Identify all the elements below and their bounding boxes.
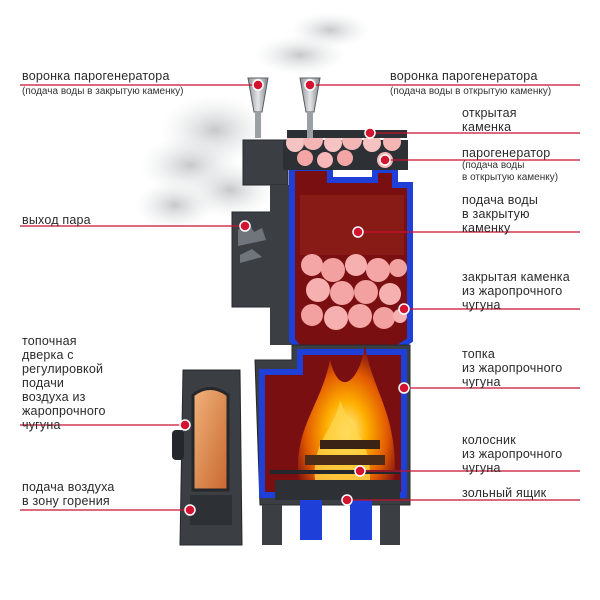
leader-dot-water-closed — [352, 226, 364, 238]
steam-cloud — [135, 12, 370, 230]
leader-dot-steam-outlet — [239, 220, 251, 232]
firebox-door — [172, 369, 243, 546]
label-grate: колосник из жаропрочного чугуна — [462, 433, 563, 475]
leader-dot-open-heater — [364, 127, 376, 139]
label-funnel-closed-sub: (подача воды в закрытую каменку) — [22, 86, 184, 97]
closed-heater-stones — [301, 254, 407, 330]
leader-dot-firebox-door — [179, 419, 191, 431]
label-firebox-door: топочная дверка с регулировкой подачи во… — [22, 334, 106, 432]
label-open-heater: открытая каменка — [462, 106, 517, 134]
leader-dot-steam-generator — [379, 154, 391, 166]
label-water-closed-heater: подача воды в закрытую каменку — [462, 193, 539, 235]
leader-dot-firebox — [398, 382, 410, 394]
label-steam-generator-sub: (подача воды в открытую каменку) — [462, 160, 559, 183]
label-air-supply: подача воздуха в зону горения — [22, 480, 115, 508]
leader-dot-funnel-closed — [252, 79, 264, 91]
label-closed-heater: закрытая каменка из жаропрочного чугуна — [462, 270, 570, 312]
label-funnel-open: воронка парогенератора — [390, 69, 538, 83]
label-steam-generator: парогенератор — [462, 146, 551, 160]
label-ash-box: зольный ящик — [462, 486, 547, 500]
label-funnel-closed: воронка парогенератора — [22, 69, 170, 83]
label-steam-outlet: выход пара — [22, 213, 91, 227]
leader-dot-grate — [354, 465, 366, 477]
label-firebox: топка из жаропрочного чугуна — [462, 347, 563, 389]
leader-dot-closed-heater — [398, 303, 410, 315]
leader-dot-air-supply — [184, 504, 196, 516]
firebox — [254, 344, 411, 545]
label-funnel-open-sub: (подача воды в открытую каменку) — [390, 86, 552, 97]
leader-lines — [20, 84, 580, 511]
stove-upper-body — [242, 130, 413, 353]
leader-dots — [179, 79, 410, 516]
leader-dot-ash-box — [341, 494, 353, 506]
leader-dot-funnel-open — [304, 79, 316, 91]
